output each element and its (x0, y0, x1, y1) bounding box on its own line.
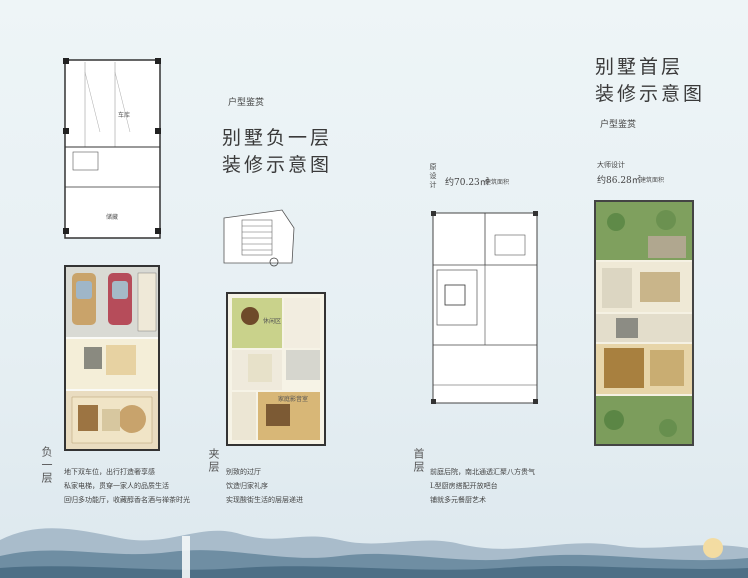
orig-area: 约70.23㎡ (445, 178, 489, 188)
left-tag: 户型鉴赏 (228, 98, 265, 108)
section-b1-label: 负一层 (40, 446, 53, 485)
mezz-room-theater: 家庭影音室 (278, 396, 309, 403)
b1-captions: 地下双车位，出行打造奢享感 私家电梯，贯穿一家人的品质生活 回归多功能厅，收藏醇… (64, 465, 204, 507)
mezz-room-leisure: 休闲区 (263, 318, 282, 325)
caption-1f: L型厨房搭配开放吧台 (430, 482, 498, 490)
orig-area-note: 建筑面积 (485, 179, 510, 186)
left-title-line2: 装修示意图 (222, 154, 333, 176)
left-title-line1: 别墅负一层 (222, 127, 333, 149)
b1-colored-plan (64, 265, 160, 451)
b1-caption: 回归多功能厅，收藏醇香名酒与禅茶时光 (64, 496, 190, 504)
orig-design-label: 原设计 (429, 163, 437, 190)
right-title-line2: 装修示意图 (595, 83, 706, 105)
mezz-caption: 别致的过厅 (226, 468, 261, 476)
orig-1f-blueprint (431, 211, 538, 404)
b1-caption: 私家电梯，贯穿一家人的品质生活 (64, 482, 169, 490)
right-tag: 户型鉴赏 (600, 120, 637, 130)
b1-blueprint-plan (63, 58, 161, 239)
b1-caption: 地下双车位，出行打造奢享感 (64, 468, 155, 476)
mountain-landscape (0, 528, 748, 578)
master-area-note: 建筑面积 (640, 177, 665, 184)
right-title-line1: 别墅首层 (595, 56, 684, 78)
mezz-caption: 实现酸街生活的层层递进 (226, 496, 303, 504)
b1-room-label-storage: 储藏 (106, 214, 119, 221)
captions-1f: 前庭后院，南北通透汇聚八方贵气 L型厨房搭配开放吧台 铺就多元餐厨艺术 (430, 465, 590, 507)
section-mezz-label: 夹层 (207, 448, 220, 474)
section-1f-label: 首层 (412, 448, 425, 474)
mezz-captions: 别致的过厅 饮造归家礼序 实现酸街生活的层层递进 (226, 465, 366, 507)
b1-room-label-garage: 车库 (118, 112, 131, 119)
master-1f-colored-plan (594, 200, 694, 446)
mezz-caption: 饮造归家礼序 (226, 482, 268, 490)
caption-1f: 前庭后院，南北通透汇聚八方贵气 (430, 468, 535, 476)
caption-1f: 铺就多元餐厨艺术 (430, 496, 486, 504)
master-design-label: 大师设计 (597, 161, 625, 169)
mezz-colored-plan (226, 292, 326, 446)
mezz-blueprint-plan (223, 209, 295, 267)
master-area: 约86.28㎡ (597, 176, 641, 186)
